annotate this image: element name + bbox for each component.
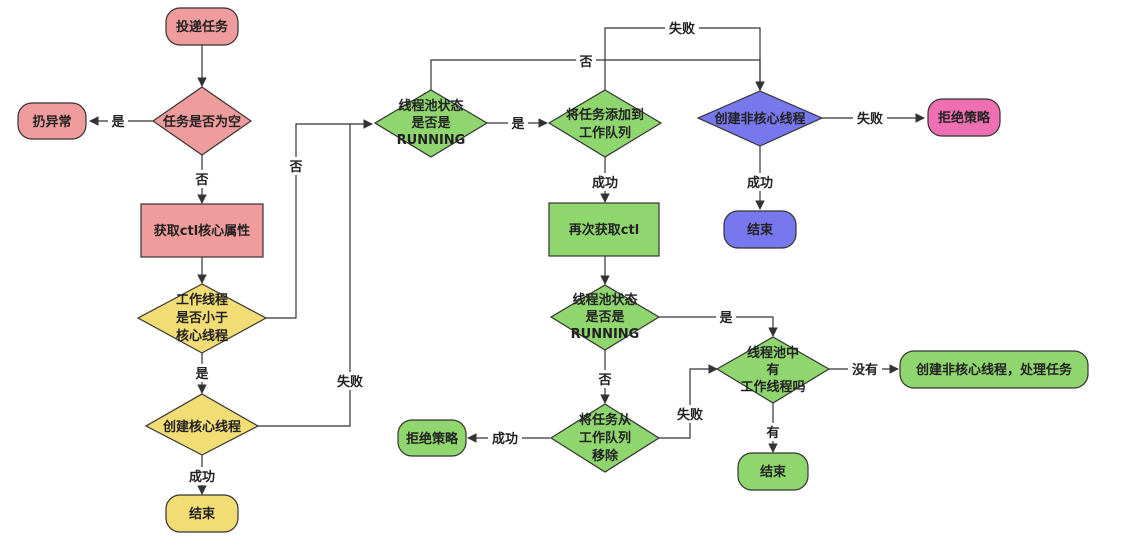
node-add-to-queue-decision [547,89,663,158]
text-add-queue-1: 将任务添加到 [566,107,644,123]
text-add-queue-2: 工作队列 [579,125,631,141]
text-worker-lt-core-2: 是否小于 [175,311,228,326]
text-throw-exception: 扔异常 [32,114,71,130]
label-yes-create-core: 是 [194,367,209,382]
node-end-yellow [165,494,239,533]
text-create-noncore-process: 创建非核心线程，处理任务 [915,362,1073,378]
node-get-ctl-again [548,202,660,257]
label-fail-top: 失败 [669,21,695,37]
label-none-create: 没有 [852,362,878,378]
label-no-to-running: 否 [288,160,302,175]
text-task-null: 任务是否为空 [162,114,241,130]
text-remove-task-3: 移除 [592,448,619,464]
label-yes-end-green: 有 [766,425,779,441]
text-has-worker-2: 有 [766,362,779,378]
node-get-ctl [140,203,264,258]
nodes [17,7,1089,533]
label-no-get-ctl: 否 [194,173,208,188]
label-success-end: 成功 [189,469,215,485]
node-pool-running-decision-2 [549,284,661,351]
text-reject-bottom: 拒绝策略 [406,431,459,447]
text-create-noncore: 创建非核心线程 [713,111,805,127]
label-no-remove: 否 [597,373,611,388]
edge-create-core-fail-to-running [258,124,351,427]
text-remove-task-2: 工作队列 [579,430,631,446]
text-pool-running2-3: RUNNING [571,327,640,342]
text-submit-task: 投递任务 [176,19,229,35]
text-pool-running-3: RUNNING [397,133,466,148]
label-yes-has-worker: 是 [718,311,733,326]
text-pool-running-2: 是否是 [410,116,451,131]
edge-running2-to-has-worker [659,316,778,337]
text-end-green: 结束 [760,464,787,480]
text-reject-top: 拒绝策略 [938,110,991,126]
node-reject-policy-bottom [397,419,467,457]
edge-labels: 是 否 否 是 失败 成功 是 否 失败 失败 成功 成功 是 否 成功 失败 [108,19,887,485]
text-end-blue: 结束 [747,222,774,238]
text-end-yellow: 结束 [189,506,216,522]
label-fail-remove: 失败 [677,407,703,423]
text-worker-lt-core-1: 工作线程 [176,292,228,308]
label-fail-create-core: 失败 [337,374,363,390]
text-pool-running2-2: 是否是 [584,310,625,325]
label-success-get-again: 成功 [592,175,618,191]
node-throw-exception [17,102,87,140]
node-create-core-decision [144,393,260,456]
node-remove-task-decision [549,403,661,473]
label-no-top: 否 [578,55,592,70]
label-yes-throw: 是 [110,115,125,130]
edge-worker-check-to-running [266,119,373,319]
text-get-ctl: 获取ctl核心属性 [154,223,250,239]
node-create-noncore-decision [696,90,824,147]
edge-remove-fail-to-has-worker [659,364,718,439]
text-remove-task-1: 将任务从 [579,412,631,428]
node-reject-policy-top [927,98,1001,137]
text-worker-lt-core-3: 核心线程 [176,328,228,344]
text-pool-running-1: 线程池状态 [398,98,463,114]
node-has-worker-decision [715,336,831,404]
text-get-ctl-again: 再次获取ctl [569,222,639,238]
label-success-blue-end: 成功 [747,175,773,191]
label-yes-add-queue: 是 [510,117,525,132]
text-has-worker-1: 线程池中 [747,345,799,361]
node-task-null-decision [151,86,253,156]
label-success-reject: 成功 [492,431,518,447]
text-has-worker-3: 工作线程吗 [740,379,805,395]
node-submit-task [165,7,239,46]
text-create-core: 创建核心线程 [162,419,241,435]
node-create-noncore-process [899,350,1089,389]
node-worker-lt-core-decision [136,283,268,354]
node-labels: 投递任务 任务是否为空 扔异常 获取ctl核心属性 工作线程 是否小于 核心线程… [32,19,1073,522]
text-pool-running2-1: 线程池状态 [572,292,637,308]
edge-add-queue-fail-to-noncore [604,27,765,91]
node-pool-running-decision [373,89,489,158]
node-end-green [737,452,809,491]
node-end-blue [723,210,797,249]
label-fail-reject: 失败 [857,111,883,127]
